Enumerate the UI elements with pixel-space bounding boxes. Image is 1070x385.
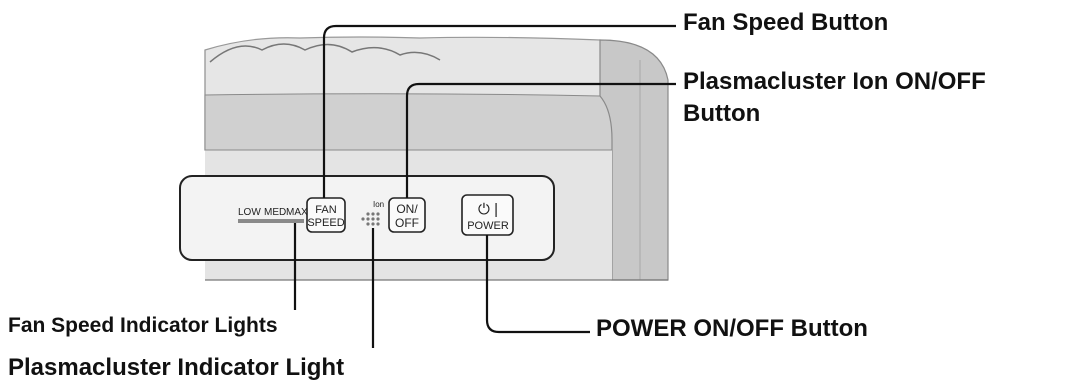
leader-ion-button [405, 82, 676, 198]
callout-plasmacluster-button-line2: Button [683, 100, 761, 127]
callout-plasmacluster-button: Plasmacluster Ion ON/OFF Button [683, 66, 986, 130]
callout-fan-speed-lights: Fan Speed Indicator Lights [8, 314, 278, 337]
callout-plasmacluster-button-line1: Plasmacluster Ion ON/OFF [683, 68, 986, 95]
callout-plasmacluster-light: Plasmacluster Indicator Light [8, 354, 345, 381]
ion-button-line2: OFF [395, 216, 419, 230]
power-button-label: POWER [467, 220, 509, 232]
ion-button-line1: ON/ [396, 202, 418, 216]
ion-label: Ion [373, 200, 384, 209]
speed-med-label: MED [264, 207, 286, 218]
leader-lines [293, 24, 676, 348]
fan-speed-button[interactable] [306, 197, 346, 233]
speed-max-label: MAX [286, 207, 308, 218]
fan-speed-indicator-bar [238, 219, 304, 223]
fan-speed-button-line2: SPEED [307, 217, 344, 229]
leader-fan-speed-button [322, 24, 676, 198]
front-band [204, 93, 623, 151]
speed-low-label: LOW [238, 207, 261, 218]
callout-power-button: POWER ON/OFF Button [596, 315, 868, 342]
plasmacluster-indicator-dots [361, 212, 380, 226]
louvre-ridges [209, 43, 441, 63]
power-icon: ⏻ | [478, 201, 498, 218]
callout-fan-speed-button: Fan Speed Button [683, 9, 889, 36]
fan-speed-button-line1: FAN [315, 204, 336, 216]
leader-power-button [485, 235, 590, 334]
